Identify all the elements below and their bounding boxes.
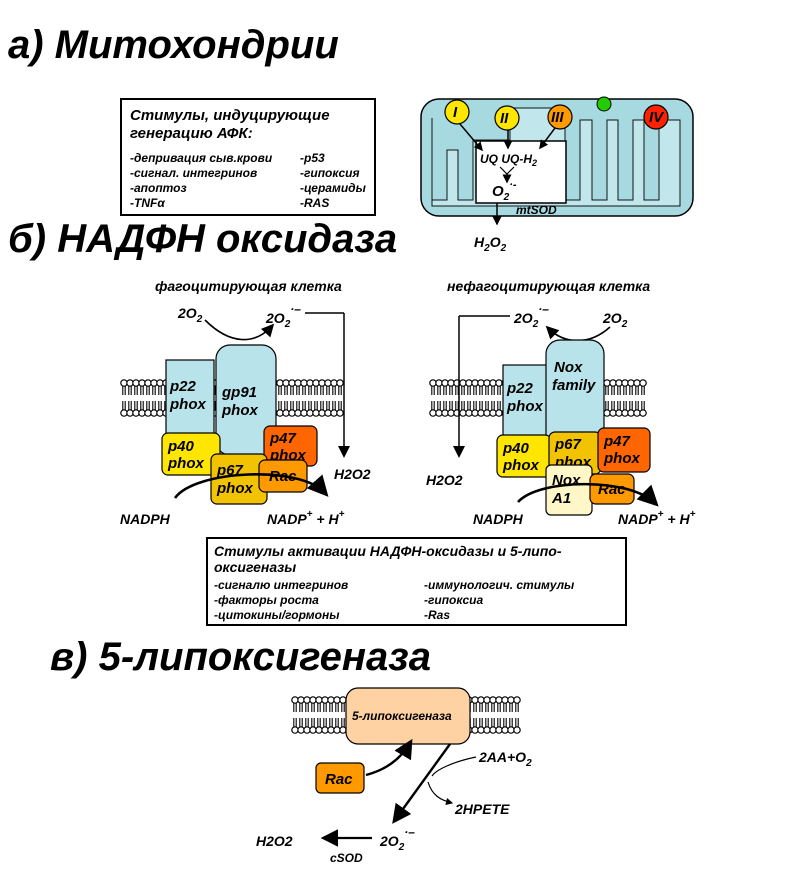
activation-item: -гипоксиа bbox=[424, 593, 483, 607]
phago-superoxide: 2O2·– bbox=[265, 302, 301, 330]
nonphago-h2o2: H2O2 bbox=[426, 472, 463, 488]
phago-p40-label: phox bbox=[167, 455, 204, 472]
phago-p40-label: p40 bbox=[167, 438, 195, 455]
nonphago-p47-label: phox bbox=[603, 450, 640, 467]
lipoxygenase-pathway: 5-липоксигеназа Rac 2AA+O2 2HPETE 2O2·– … bbox=[256, 687, 532, 865]
phago-o2-left: 2O2 bbox=[177, 305, 203, 325]
mtsod-label: mtSOD bbox=[516, 203, 557, 217]
nonphago-nadph-oxidase: нефагоцитирующая клетка 2O2·– 2O2 H2O2 p… bbox=[426, 278, 696, 527]
nonphago-p67-label: p67 bbox=[554, 436, 582, 453]
phago-nadph: NADPH bbox=[120, 511, 171, 527]
phago-p22-label: phox bbox=[169, 396, 206, 413]
nonphago-p22-label: phox bbox=[506, 398, 543, 415]
activation-stimuli-box: Стимулы активации НАДФН-оксидазы и 5-лип… bbox=[206, 537, 627, 626]
phago-caption: фагоцитирующая клетка bbox=[155, 278, 342, 294]
ros-box-item: -депривация сыв.крови bbox=[130, 151, 273, 165]
lipox-superoxide: 2O2·– bbox=[379, 825, 415, 853]
lipox-h2o2: H2O2 bbox=[256, 833, 293, 849]
complex-III-label: III bbox=[551, 109, 564, 126]
nonphago-o2-right: 2O2 bbox=[602, 310, 628, 330]
nonphago-nadph: NADPH bbox=[473, 511, 524, 527]
phago-nadph-oxidase: фагоцитирующая клетка 2O2 2O2·– H2O2 p22… bbox=[120, 278, 371, 527]
nonphago-rac-label: Rac bbox=[598, 481, 626, 498]
lipox-csod-label: cSOD bbox=[330, 851, 363, 865]
ros-box-title-line2: генерацию АФК: bbox=[130, 125, 253, 142]
nonphago-superoxide: 2O2·– bbox=[513, 302, 549, 330]
ros-box-item: -церамиды bbox=[300, 181, 367, 195]
ros-box-item: -RAS bbox=[300, 196, 329, 210]
lipoxygenase-label: 5-липоксигеназа bbox=[352, 709, 452, 723]
section-title-nadph-oxidase: б) НАДФН оксидаза bbox=[8, 217, 397, 261]
cytochrome-c bbox=[596, 96, 612, 112]
lipox-hpete-label: 2HPETE bbox=[454, 801, 510, 817]
nonphago-p40-label: phox bbox=[502, 457, 539, 474]
ros-box-title-line1: Стимулы, индуцирующие bbox=[130, 107, 330, 124]
complex-II-label: II bbox=[500, 110, 509, 127]
complex-II bbox=[494, 105, 520, 131]
phago-gp91-label: phox bbox=[221, 402, 258, 419]
phago-h2o2: H2O2 bbox=[334, 466, 371, 482]
mito-h2o2-label: H2O2 bbox=[474, 234, 507, 254]
ros-box-item: -p53 bbox=[300, 151, 325, 165]
complex-IV-label: IV bbox=[649, 109, 665, 126]
nonphago-p47-label: p47 bbox=[603, 433, 631, 450]
mito-superoxide-label: O2·- bbox=[492, 179, 517, 203]
phago-p67-label: phox bbox=[216, 480, 253, 497]
phago-p47-label: p47 bbox=[269, 430, 297, 447]
ubiquinone-label: UQ UQ-H2 bbox=[480, 152, 537, 168]
phago-nadp: NADP+ + H+ bbox=[267, 509, 345, 527]
section-title-lipoxygenase: в) 5-липоксигеназа bbox=[50, 635, 431, 679]
activation-item: -сигналю интегринов bbox=[214, 578, 348, 592]
ros-stimuli-box: Стимулы, индуцирующие генерацию АФК: -де… bbox=[120, 98, 376, 216]
lipox-aa-label: 2AA+O2 bbox=[478, 749, 532, 769]
phago-gp91-label: gp91 bbox=[221, 384, 257, 401]
ros-box-item: -гипоксия bbox=[300, 166, 360, 180]
activation-item: -факторы роста bbox=[214, 593, 319, 607]
lipox-rac-label: Rac bbox=[325, 771, 353, 788]
complex-I-label: I bbox=[453, 104, 458, 121]
nonphago-nadp: NADP+ + H+ bbox=[618, 509, 696, 527]
section-title-mitochondria: а) Митохондрии bbox=[8, 23, 339, 67]
matrix-box bbox=[475, 140, 567, 204]
complex-III bbox=[547, 104, 573, 130]
ros-box-item: -апоптоз bbox=[130, 181, 187, 195]
nonphago-noxa1-label: A1 bbox=[551, 490, 571, 507]
ros-box-item: -сигнал. интегринов bbox=[130, 166, 257, 180]
activation-title-line1: Стимулы активации НАДФН-оксидазы и 5-лип… bbox=[214, 543, 562, 559]
activation-item: -Ras bbox=[424, 608, 450, 622]
nonphago-nox-label: Nox bbox=[554, 359, 583, 376]
phago-p22-label: p22 bbox=[169, 378, 197, 395]
nonphago-caption: нефагоцитирующая клетка bbox=[447, 278, 650, 294]
complex-I bbox=[444, 99, 470, 125]
complex-IV bbox=[643, 104, 669, 130]
activation-title-line2: оксигеназы bbox=[214, 559, 296, 575]
activation-item: -цитокины/гормоны bbox=[214, 608, 340, 622]
activation-item: -иммунологич. стимулы bbox=[424, 578, 575, 592]
nonphago-p22-label: p22 bbox=[506, 380, 534, 397]
nonphago-nox-label: family bbox=[552, 377, 596, 394]
nonphago-p40-label: p40 bbox=[502, 440, 530, 457]
mitochondrion: I II III IV UQ UQ-H2 O2·- mtSOD H2O2 bbox=[420, 96, 694, 254]
ros-box-item: -TNFα bbox=[130, 196, 165, 210]
